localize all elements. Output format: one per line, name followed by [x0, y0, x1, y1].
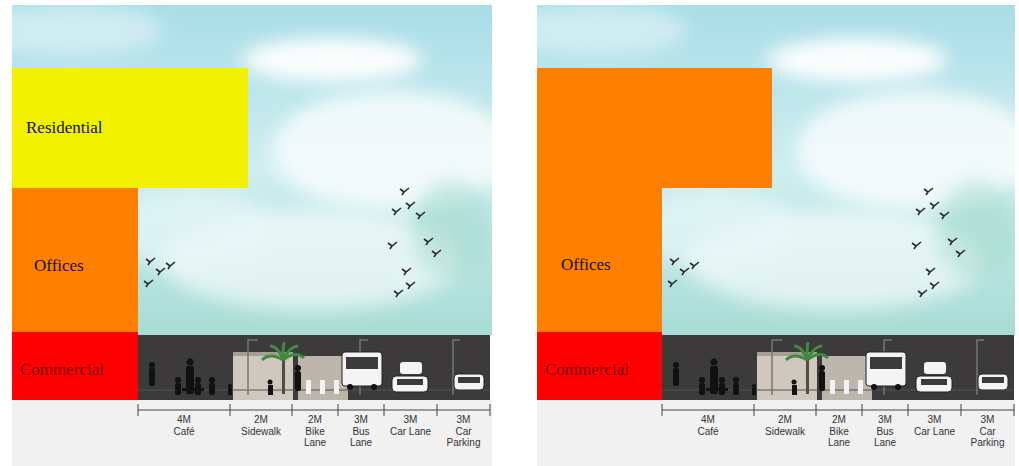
- clouds: [0, 5, 512, 310]
- dimension-value: 2M: [232, 414, 290, 425]
- dimension-value: 3M: [439, 414, 488, 425]
- zone-name: Car Parking: [439, 426, 488, 448]
- ground: [537, 400, 1015, 466]
- block-label: Commercial: [545, 360, 629, 380]
- dimension-value: 3M: [864, 414, 906, 425]
- residential-block: Residential: [12, 68, 248, 188]
- offices-block: Offices: [12, 188, 138, 332]
- zone-name: Bike Lane: [294, 426, 336, 448]
- commercial-block: Commercial: [537, 332, 662, 400]
- ground: [12, 400, 492, 466]
- zone-name: Car Lane: [910, 426, 959, 437]
- bird-flock: [668, 188, 965, 297]
- block-label: Offices: [561, 255, 611, 275]
- zone-name: Sidewalk: [232, 426, 290, 437]
- commercial-block: Commercial: [12, 332, 138, 400]
- block-fill: [537, 68, 772, 332]
- zone-name: Bike Lane: [818, 426, 860, 448]
- dimension-value: 3M: [910, 414, 959, 425]
- dimension-value: 2M: [818, 414, 860, 425]
- zone-name: Car Lane: [386, 426, 435, 437]
- dimension-value: 4M: [140, 414, 228, 425]
- block-label: Commercial: [20, 360, 104, 380]
- offices-block: Offices: [537, 68, 772, 332]
- block-label: Offices: [34, 256, 84, 276]
- dimension-value: 4M: [664, 414, 752, 425]
- dimension-value: 3M: [963, 414, 1012, 425]
- block-label: Residential: [26, 118, 102, 138]
- dimension-value: 2M: [294, 414, 336, 425]
- l-shape: [537, 68, 772, 332]
- dimension-value: 2M: [756, 414, 814, 425]
- zone-name: Café: [140, 426, 228, 437]
- bird-flock: [144, 188, 441, 297]
- zone-name: Bus Lane: [864, 426, 906, 448]
- street-section: [138, 335, 490, 400]
- dimension-value: 3M: [386, 414, 435, 425]
- zone-name: Sidewalk: [756, 426, 814, 437]
- zone-name: Car Parking: [963, 426, 1012, 448]
- dimension-value: 3M: [340, 414, 382, 425]
- zone-name: Bus Lane: [340, 426, 382, 448]
- street-section: [662, 335, 1014, 400]
- zone-name: Café: [664, 426, 752, 437]
